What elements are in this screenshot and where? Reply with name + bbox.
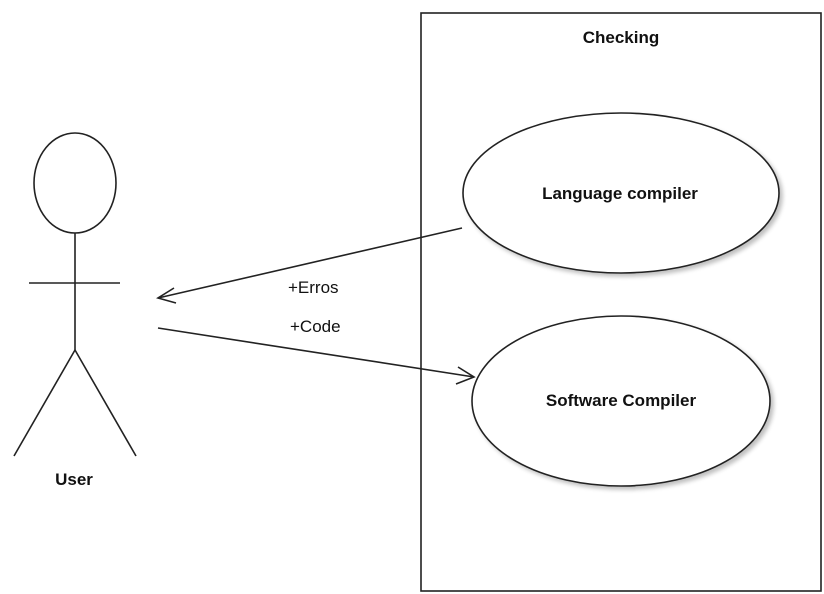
association-erros: +Erros [156,227,463,304]
system-boundary-title: Checking [583,28,660,47]
association-label: +Code [290,317,341,336]
arrowhead-icon [156,287,177,304]
actor-right-leg [74,349,137,457]
association-line [157,227,463,299]
use-case-ellipse [471,315,771,487]
use-case-software-compiler: Software Compiler [471,315,771,487]
association-label: +Erros [288,278,339,297]
actor-head [33,132,117,234]
actor-left-leg [13,349,76,457]
use-case-label: Language compiler [542,184,698,203]
actor-user: User [13,132,137,489]
association-code: +Code [157,317,476,385]
system-boundary-box [420,12,822,592]
use-case-ellipse [462,112,780,274]
arrowhead-icon [455,366,476,385]
actor-label: User [55,470,93,489]
system-boundary: Checking [420,12,822,592]
association-line [157,327,475,378]
use-case-language-compiler: Language compiler [462,112,780,274]
use-case-label: Software Compiler [546,391,697,410]
